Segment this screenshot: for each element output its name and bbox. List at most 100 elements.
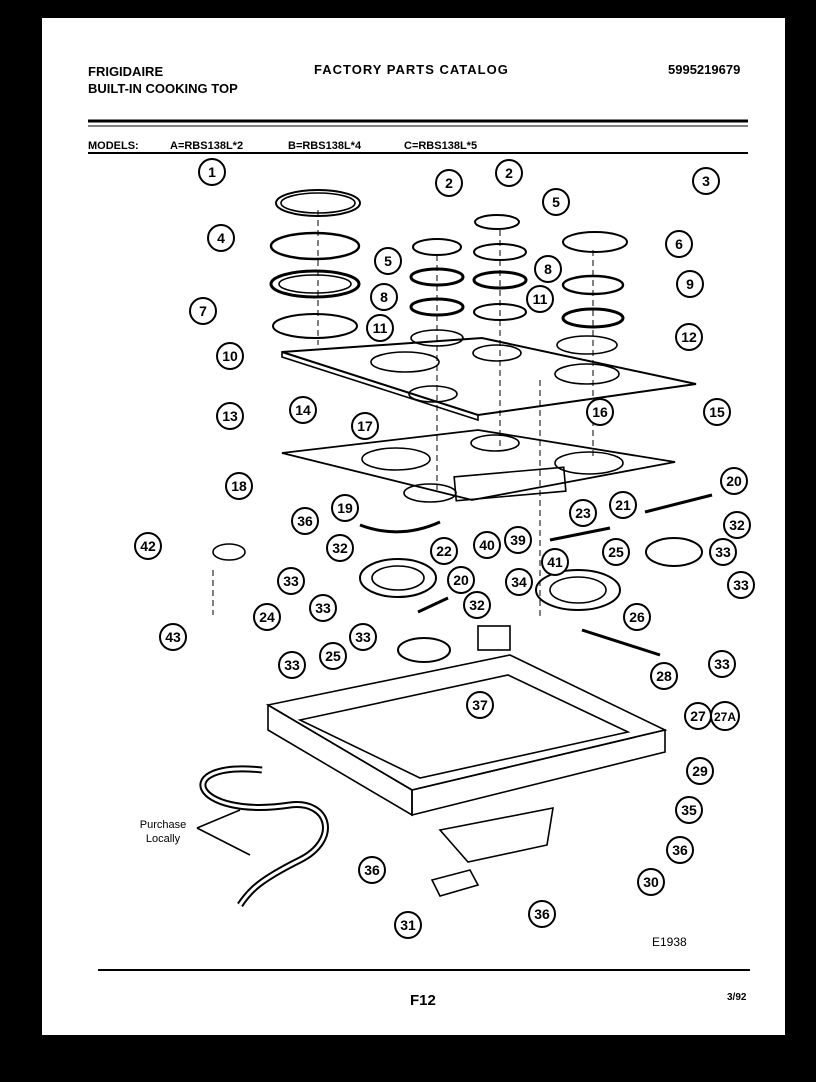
callout-label: 33: [714, 656, 730, 672]
callout-32: 32: [463, 591, 491, 619]
callout-33: 33: [349, 623, 377, 651]
callout-15: 15: [703, 398, 731, 426]
callout-label: 1: [208, 164, 216, 180]
callout-label: 9: [686, 276, 694, 292]
callout-circle: [686, 757, 714, 785]
callout-circle: [447, 566, 475, 594]
callout-circle: [504, 526, 532, 554]
callout-label: 33: [283, 573, 299, 589]
model-c: C=RBS138L*5: [404, 140, 478, 152]
callout-label: 36: [364, 862, 380, 878]
callout-circle: [463, 591, 491, 619]
callout-36: 36: [291, 507, 319, 535]
callout-label: 33: [733, 577, 749, 593]
callout-label: 19: [337, 500, 353, 516]
callout-label: 39: [510, 532, 526, 548]
callout-label: 27: [690, 708, 706, 724]
callout-21: 21: [609, 491, 637, 519]
callout-23: 23: [569, 499, 597, 527]
callout-29: 29: [686, 757, 714, 785]
callout-label: 11: [373, 320, 388, 336]
callout-circle: [720, 467, 748, 495]
callout-circle: [349, 623, 377, 651]
callout-11: 11: [366, 314, 394, 342]
callout-20: 20: [720, 467, 748, 495]
callout-label: 8: [544, 261, 552, 277]
callout-10: 10: [216, 342, 244, 370]
callout-circle: [309, 594, 337, 622]
models-label: MODELS:: [88, 140, 139, 152]
callout-circle: [473, 531, 501, 559]
callout-circle: [291, 507, 319, 535]
callout-circle: [623, 603, 651, 631]
callout-17: 17: [351, 412, 379, 440]
callout-circle: [675, 323, 703, 351]
callout-circle: [430, 537, 458, 565]
callout-40: 40: [473, 531, 501, 559]
callout-27: 27: [684, 702, 712, 730]
callout-label: 43: [165, 629, 181, 645]
callout-label: 37: [472, 697, 488, 713]
callout-5: 5: [542, 188, 570, 216]
callout-24: 24: [253, 603, 281, 631]
callout-14: 14: [289, 396, 317, 424]
callout-circle: [253, 603, 281, 631]
callout-circle: [358, 856, 386, 884]
callout-label: 33: [284, 657, 300, 673]
callout-32: 32: [723, 511, 751, 539]
callout-label: 34: [511, 574, 527, 590]
callout-circle: [278, 651, 306, 679]
callout-42: 42: [134, 532, 162, 560]
callout-label: 14: [295, 402, 311, 418]
callout-1: 1: [198, 158, 226, 186]
callout-43: 43: [159, 623, 187, 651]
callout-circle: [189, 297, 217, 325]
callout-circle: [723, 511, 751, 539]
page-code: F12: [410, 992, 436, 1009]
callout-circle: [666, 836, 694, 864]
callout-label: 15: [709, 404, 725, 420]
callout-label: 8: [380, 289, 388, 305]
callout-27A: 27A: [710, 701, 740, 731]
callout-4: 4: [207, 224, 235, 252]
callout-36: 36: [528, 900, 556, 928]
callout-13: 13: [216, 402, 244, 430]
callout-label: 18: [231, 478, 247, 494]
callout-label: 33: [715, 544, 731, 560]
purchase-note: Purchase Locally: [139, 819, 187, 845]
callout-3: 3: [692, 167, 720, 195]
callout-label: 12: [681, 329, 697, 345]
callout-label: 41: [547, 554, 563, 570]
model-b: B=RBS138L*4: [288, 140, 362, 152]
callout-circle: [394, 911, 422, 939]
callout-circle: [675, 796, 703, 824]
callout-label: 2: [505, 165, 513, 181]
callout-39: 39: [504, 526, 532, 554]
callout-label: 20: [726, 473, 742, 489]
callout-33: 33: [708, 650, 736, 678]
callout-circle: [225, 472, 253, 500]
callout-label: 16: [592, 404, 608, 420]
callout-label: 20: [453, 572, 469, 588]
callout-36: 36: [358, 856, 386, 884]
callout-34: 34: [505, 568, 533, 596]
model-a: A=RBS138L*2: [170, 140, 244, 152]
callout-label: 36: [534, 906, 550, 922]
callout-circle: [637, 868, 665, 896]
callout-41: 41: [541, 548, 569, 576]
callout-label: 23: [575, 505, 591, 521]
callout-label: 30: [643, 874, 659, 890]
callout-33: 33: [278, 651, 306, 679]
callout-label: 5: [552, 194, 560, 210]
callout-25: 25: [319, 642, 347, 670]
callout-circle: [703, 398, 731, 426]
callout-circle: [541, 548, 569, 576]
callout-circle: [650, 662, 678, 690]
callout-circle: [319, 642, 347, 670]
callout-30: 30: [637, 868, 665, 896]
callout-31: 31: [394, 911, 422, 939]
callout-circle: [586, 398, 614, 426]
callout-label: 33: [315, 600, 331, 616]
